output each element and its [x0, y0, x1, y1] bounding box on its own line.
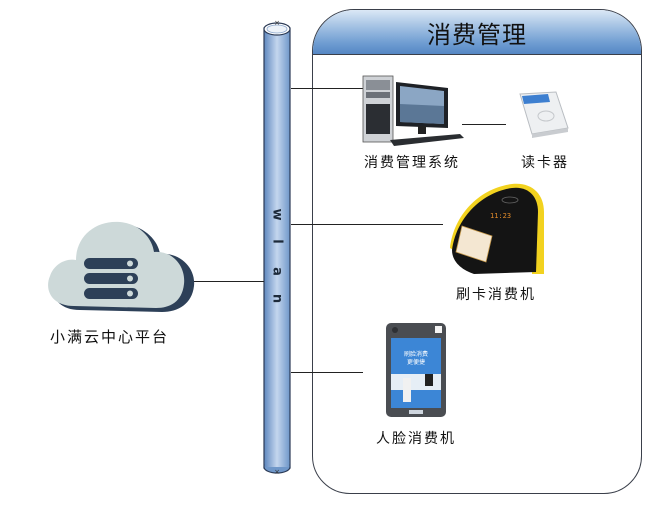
face-terminal-icon: 刷脸消费 更便捷 [386, 323, 446, 417]
connector-pipe-to-pos [291, 224, 443, 226]
connector-pipe-to-face [291, 372, 363, 374]
cloud-server-icon [48, 221, 195, 312]
connector-pipe-to-pc [291, 88, 364, 90]
pipe-bottom-marker-icon: × [274, 468, 280, 475]
wlan-pipe: × × [263, 20, 291, 475]
card-pos-icon: 11:23 [450, 183, 544, 274]
wlan-letter-n: n [269, 293, 285, 304]
connector-pc-to-reader [462, 124, 506, 126]
panel-header: 消费管理 [313, 10, 641, 55]
svg-text:11:23: 11:23 [490, 212, 511, 220]
svg-text:更便捷: 更便捷 [407, 358, 425, 366]
card-reader-icon [519, 91, 569, 138]
card-reader-label: 读卡器 [521, 155, 569, 171]
face-terminal-label: 人脸消费机 [376, 431, 456, 447]
wlan-letter-w: w [269, 208, 285, 221]
pc-icon [362, 75, 464, 146]
connector-cloud-to-pipe [193, 281, 264, 283]
pc-label: 消费管理系统 [364, 155, 460, 171]
cloud-platform-label: 小满云中心平台 [50, 328, 170, 346]
wlan-letter-a: a [269, 267, 285, 276]
panel-title: 消费管理 [427, 20, 527, 49]
wlan-letter-l: l [269, 239, 285, 244]
pipe-top-marker-icon: × [274, 20, 280, 27]
card-pos-label: 刷卡消费机 [456, 287, 536, 303]
svg-text:刷脸消费: 刷脸消费 [404, 350, 428, 358]
